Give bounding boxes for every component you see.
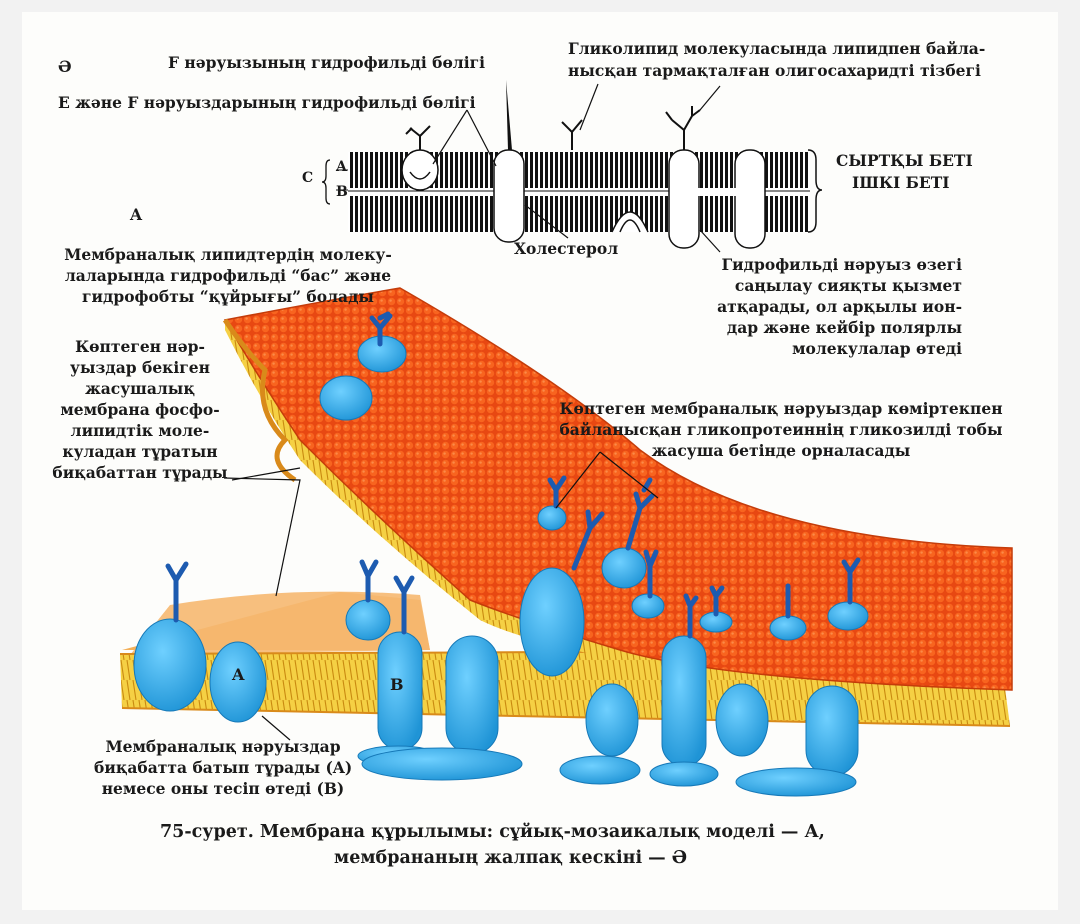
- text-line: Мембраналық нәруыздар: [105, 737, 341, 756]
- label-f-protein: F нәруызының гидрофильді бөлігі: [168, 53, 485, 72]
- part-a-marker: A: [130, 205, 143, 224]
- text-line: куладан тұратын: [62, 442, 218, 461]
- layer-b-label: B: [336, 184, 348, 200]
- protein: [661, 635, 707, 767]
- leader-lines: [223, 451, 659, 741]
- protein: [601, 547, 647, 589]
- protein: [559, 755, 641, 785]
- text-line: мембрана фосфо-: [60, 400, 220, 419]
- protein: [445, 635, 499, 755]
- label-ef-proteins: Е және F нәруыздарының гидрофильді бөліг…: [58, 93, 476, 112]
- text-line: Гидрофильді нәруыз өзегі: [721, 255, 962, 274]
- bilayer-text: Көптеген нәр- уыздар бекіген жасушалық м…: [40, 336, 240, 483]
- protein: [133, 618, 207, 712]
- protein: [319, 375, 373, 421]
- label-glycolipid-2: нысқан тармақталған олигосахаридті тізбе…: [568, 61, 981, 80]
- protein: [585, 683, 639, 757]
- caption-line-2: мембрананың жалпақ кескіні — Ə: [334, 848, 688, 868]
- proteins-note-text: Мембраналық нәруыздар биқабатта батып тұ…: [94, 736, 352, 799]
- protein: [769, 615, 807, 641]
- protein-a-label: A: [232, 665, 245, 684]
- protein-b-label: B: [390, 675, 404, 694]
- text-line: атқарады, ол арқылы ион-: [717, 297, 962, 316]
- text-line: липидтік моле-: [70, 421, 210, 440]
- protein: [649, 761, 719, 787]
- protein: [537, 505, 567, 531]
- protein: [735, 767, 857, 797]
- text-line: уыздар бекіген: [70, 358, 210, 377]
- label-glycolipid-1: Гликолипид молекуласында липидпен байла-: [568, 39, 986, 58]
- inner-surface-label: ІШКІ БЕТІ: [852, 173, 950, 192]
- text-line: байланысқан гликопротеиннің гликозилді т…: [559, 420, 1003, 439]
- layer-a-label: A: [336, 159, 347, 175]
- theta-marker: Ə: [58, 57, 72, 76]
- protein: [361, 747, 523, 781]
- layer-c-label: C: [302, 170, 314, 186]
- text-line: биқабатта батып тұрады (A): [94, 758, 353, 777]
- text-line: Көптеген нәр-: [75, 337, 205, 356]
- channel-text: Гидрофильді нәруыз өзегі саңылау сияқты …: [650, 254, 962, 359]
- sugar-chains: [165, 311, 861, 639]
- schematic-bilayer: [321, 80, 823, 253]
- protein: [631, 593, 665, 619]
- text-line: саңылау сияқты қызмет: [734, 276, 962, 295]
- protein: [519, 567, 585, 677]
- lipid-heads-text: Мембраналық липидтердің молеку- лаларынд…: [52, 244, 404, 307]
- protein: [345, 599, 391, 641]
- cholesterol-label: Холестерол: [514, 239, 619, 258]
- text-line: немесе оны тесіп өтеді (B): [101, 779, 345, 798]
- outer-surface-label: СЫРТҚЫ БЕТІ: [836, 151, 973, 170]
- protein: [805, 685, 859, 777]
- curved-membrane: [222, 287, 1013, 691]
- text-line: гидрофобты “құйрығы” болады: [82, 287, 374, 306]
- protein: [715, 683, 769, 757]
- glycoprotein-text: Көптеген мембраналық нәруыздар көміртекп…: [548, 398, 1014, 461]
- membrane-proteins: [133, 335, 869, 797]
- text-line: молекулалар өтеді: [792, 339, 962, 358]
- text-line: жасуша бетінде орналасады: [651, 441, 911, 460]
- protein: [827, 601, 869, 631]
- text-line: биқабаттан тұрады: [52, 463, 228, 482]
- text-line: Мембраналық липидтердің молеку-: [64, 245, 392, 264]
- protein-a: [209, 641, 267, 723]
- text-line: Көптеген мембраналық нәруыздар көміртекп…: [559, 399, 1003, 418]
- text-line: лаларында гидрофильді “бас” және: [64, 266, 392, 285]
- text-line: жасушалық: [85, 379, 195, 398]
- caption-line-1: 75-сурет. Мембрана құрылымы: сұйық-мозаи…: [160, 822, 825, 842]
- text-line: дар және кейбір полярлы: [726, 318, 962, 337]
